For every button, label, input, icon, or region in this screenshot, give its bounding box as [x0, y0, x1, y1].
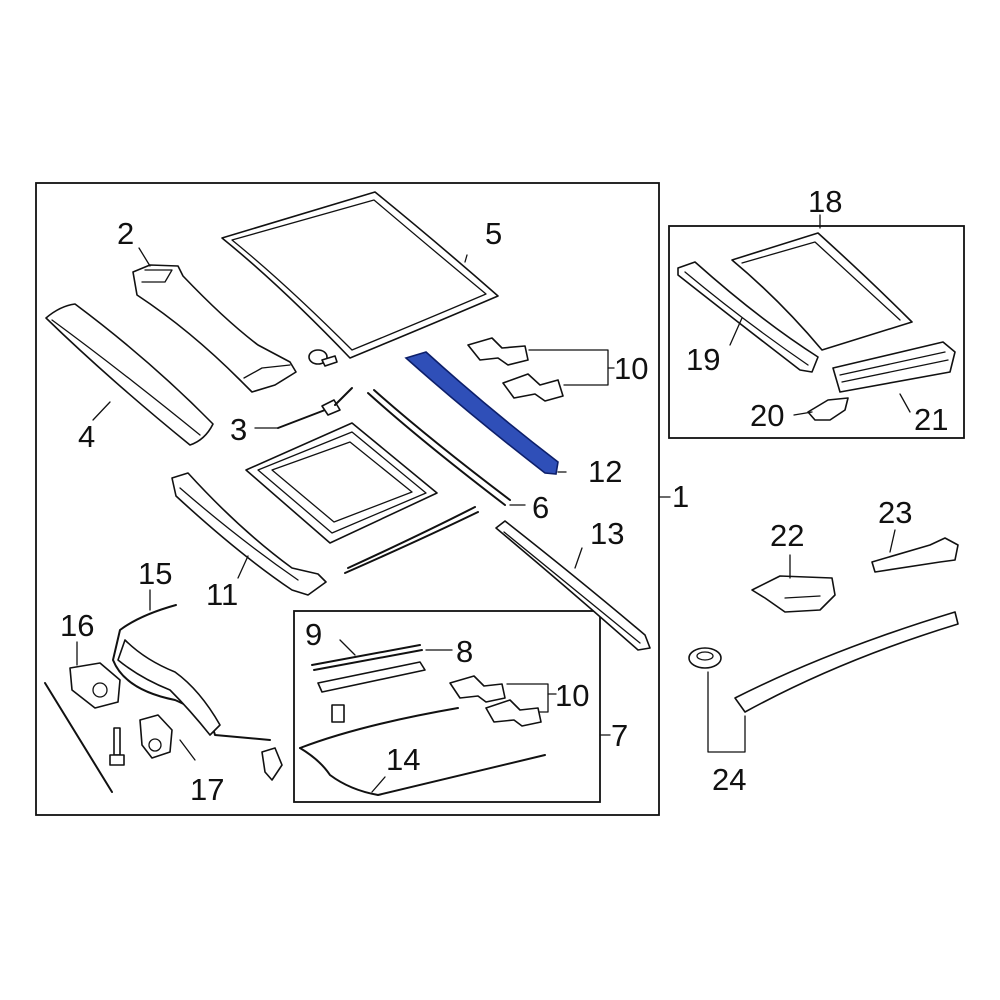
seal-part-6[interactable]	[367, 389, 511, 506]
callout-11: 11	[206, 577, 238, 612]
callout-5: 5	[485, 216, 502, 251]
roof-frame[interactable]	[245, 422, 479, 574]
glass-panel-part-5[interactable]	[221, 191, 499, 359]
callout-21: 21	[914, 402, 948, 437]
grommet-part-24[interactable]	[688, 647, 722, 669]
bracket-part-10-bottom[interactable]	[449, 675, 542, 727]
cable-part-3[interactable]	[277, 387, 353, 429]
bracket-part-10-top[interactable]	[467, 337, 564, 402]
callout-14: 14	[386, 742, 420, 777]
callout-24: 24	[712, 762, 746, 797]
strip-part-8[interactable]	[317, 661, 426, 693]
callout-13: 13	[590, 516, 624, 551]
hinge-part-23[interactable]	[871, 537, 959, 573]
callout-10-top: 10	[614, 351, 648, 386]
callout-2: 2	[117, 216, 134, 251]
motor-part-16[interactable]	[69, 662, 121, 709]
molding-part-24[interactable]	[734, 611, 959, 713]
screw[interactable]	[308, 349, 338, 367]
callout-4: 4	[78, 419, 95, 454]
wind-deflector-part-2[interactable]	[132, 264, 297, 393]
leader-lines	[76, 214, 911, 793]
clip[interactable]	[261, 747, 283, 781]
sub-assembly-18-box	[668, 225, 965, 439]
callout-6: 6	[532, 490, 549, 525]
plug[interactable]	[331, 704, 345, 723]
sub-assembly-7-box	[293, 610, 601, 803]
side-rail-part-11[interactable]	[171, 472, 327, 596]
callout-3: 3	[230, 412, 247, 447]
callout-12: 12	[588, 454, 622, 489]
main-assembly-box	[35, 182, 660, 816]
callout-16: 16	[60, 608, 94, 643]
rail-part-19[interactable]	[677, 261, 819, 373]
drain-tube[interactable]	[44, 682, 113, 793]
strip-part-9[interactable]	[311, 644, 423, 671]
clip-part-20[interactable]	[807, 397, 849, 421]
switch-part-17[interactable]	[139, 714, 173, 759]
callout-10-bottom: 10	[555, 678, 589, 713]
rail-part-12-highlighted[interactable]	[404, 351, 559, 475]
cable-part-15[interactable]	[112, 604, 271, 741]
seal-part-14[interactable]	[299, 707, 546, 796]
bracket-part-22[interactable]	[751, 575, 836, 613]
callout-20: 20	[750, 398, 784, 433]
callout-15: 15	[138, 556, 172, 591]
callout-22: 22	[770, 518, 804, 553]
cover-part-21[interactable]	[832, 341, 956, 393]
panel-part-4[interactable]	[45, 303, 214, 446]
callout-23: 23	[878, 495, 912, 530]
callout-7: 7	[611, 718, 628, 753]
callout-9: 9	[305, 617, 322, 652]
panel-part-18[interactable]	[731, 232, 913, 351]
callout-1: 1	[672, 479, 689, 514]
callout-17: 17	[190, 772, 224, 807]
callout-18: 18	[808, 184, 842, 219]
callout-labels: 1 2 3 4 5 6 7 8 9 10 10 11 12 13 14 15 1…	[60, 184, 948, 807]
callout-19: 19	[686, 342, 720, 377]
rear-rail-part-13[interactable]	[495, 520, 651, 651]
bolt[interactable]	[109, 727, 125, 766]
callout-8: 8	[456, 634, 473, 669]
